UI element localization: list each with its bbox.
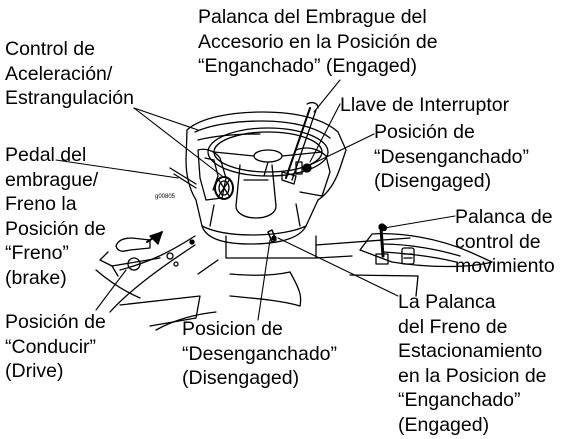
figure-code: g00805 — [155, 194, 176, 200]
parking-brake-lever — [267, 229, 277, 243]
label-motion-control-lever: Palanca de control de movimiento — [455, 206, 555, 277]
label-throttle-choke: Control de Aceleración/ Estrangulación — [5, 38, 134, 109]
label-ignition-key: Llave de Interruptor — [340, 94, 510, 116]
leader-drive — [95, 269, 127, 311]
leader-disengaged-top — [307, 133, 375, 167]
leader-pedal — [55, 159, 179, 179]
label-disengaged-bottom: Posicion de “Desenganchado” (Disengaged) — [182, 318, 338, 389]
label-drive-position: Posición de “Conducir” (Drive) — [5, 311, 106, 382]
dashboard-console — [185, 111, 347, 245]
leader-ignition — [309, 103, 341, 163]
leader-disengaged-bottom — [257, 239, 271, 321]
leader-throttle-2 — [133, 107, 199, 131]
clutch-brake-pedal — [95, 167, 197, 299]
motion-lever-dot — [380, 224, 388, 232]
label-disengaged-top: Posición de “Desenganchado” (Disengaged) — [374, 121, 530, 192]
label-attachment-clutch-lever: Palanca del Embrague del Accesorio en la… — [198, 6, 438, 77]
throttle-knob — [214, 176, 234, 200]
leader-lines — [55, 79, 456, 321]
label-clutch-brake-pedal: Pedal del embrague/ Freno la Posición de… — [5, 144, 106, 289]
leader-attachment-clutch — [313, 79, 341, 113]
steering-wheel — [207, 127, 329, 177]
leader-throttle-1 — [133, 107, 223, 177]
leader-parking-brake — [277, 237, 399, 297]
label-parking-brake-lever: La Palanca del Freno de Estacionamiento … — [398, 291, 547, 436]
leader-motion-control — [383, 215, 456, 229]
motion-control-lever — [359, 223, 493, 268]
